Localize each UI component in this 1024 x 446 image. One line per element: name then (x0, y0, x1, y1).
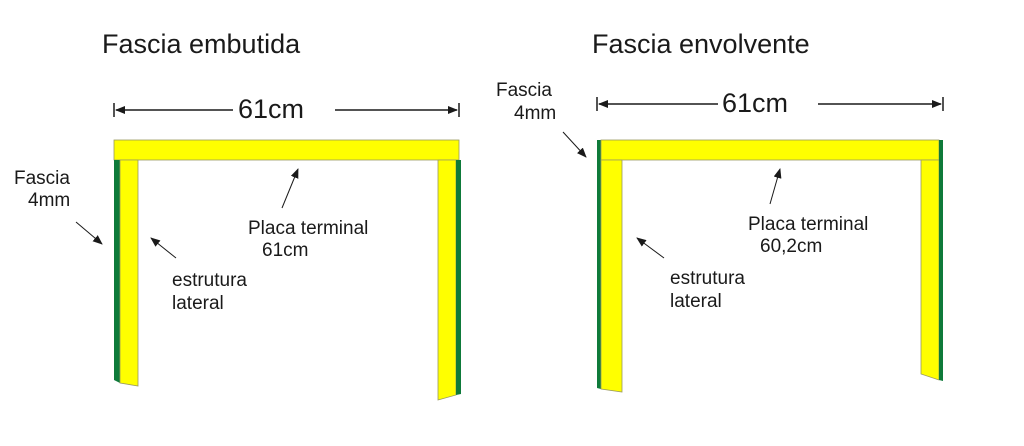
left-dimension-line (113, 103, 460, 117)
left-panel: Fascia embutida 61cm Fascia 4mm Placa te… (14, 29, 461, 401)
left-plate-label-line2: 61cm (262, 240, 308, 261)
right-fascia-right (939, 140, 943, 381)
left-end-plate (113, 139, 460, 161)
right-dimension-label: 61cm (722, 88, 788, 118)
left-structure-label-line2: lateral (172, 293, 224, 314)
right-fascia-label-line2: 4mm (514, 103, 556, 124)
right-dimension-line (596, 97, 944, 111)
left-fascia-left (114, 160, 120, 383)
right-frame (597, 139, 943, 393)
left-fascia-label-line2: 4mm (28, 190, 70, 211)
right-plate-label-line2: 60,2cm (760, 236, 822, 257)
left-fascia-arrow (75, 221, 103, 245)
right-plate-arrow (769, 168, 782, 205)
left-fascia-right (456, 160, 461, 395)
right-structure-label-line1: estrutura (670, 268, 745, 289)
left-dimension-label: 61cm (238, 94, 304, 124)
right-structure-label-line2: lateral (670, 291, 722, 312)
right-side-structure-right (920, 159, 940, 381)
left-frame (113, 139, 461, 401)
left-structure-label-line1: estrutura (172, 270, 247, 291)
left-fascia-label-line1: Fascia (14, 168, 70, 189)
right-end-plate (600, 139, 940, 161)
right-fascia-left (597, 140, 601, 389)
left-side-structure-right (437, 159, 457, 401)
right-structure-arrow (636, 237, 665, 259)
right-fascia-arrow (562, 131, 587, 158)
left-side-structure-left (119, 159, 139, 387)
right-side-structure-left (600, 159, 623, 393)
right-fascia-label-line1: Fascia (496, 80, 552, 101)
right-plate-label-line1: Placa terminal (748, 214, 868, 235)
left-plate-arrow (281, 168, 299, 209)
right-panel-title: Fascia envolvente (592, 29, 810, 59)
left-plate-label-line1: Placa terminal (248, 218, 368, 239)
left-structure-arrow (150, 237, 177, 259)
right-panel: Fascia envolvente 61cm Fascia 4mm Placa … (496, 29, 944, 393)
left-panel-title: Fascia embutida (102, 29, 301, 59)
